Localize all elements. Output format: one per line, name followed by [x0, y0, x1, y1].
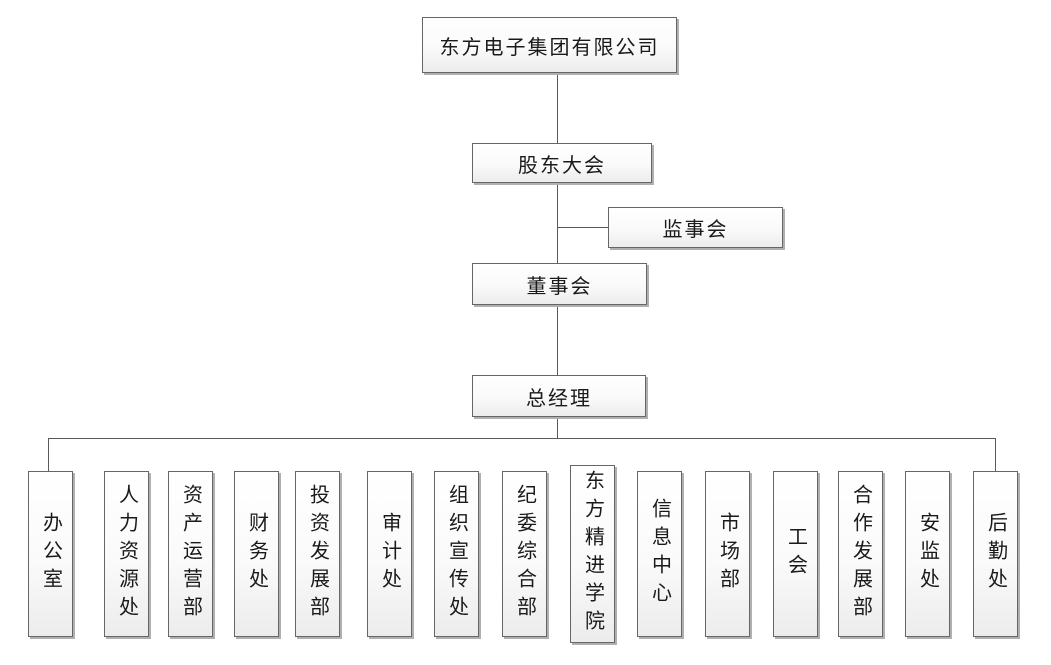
node-dept-jingjin-academy: 东方精进学院 — [570, 465, 615, 643]
connector-branch-supervisory — [557, 227, 608, 228]
node-dept-investment-development: 投资发展部 — [295, 471, 340, 637]
node-label: 组织宣传处 — [445, 484, 468, 624]
node-dept-audit: 审计处 — [367, 471, 412, 637]
node-dept-information-center: 信息中心 — [637, 471, 682, 637]
node-dept-human-resources: 人力资源处 — [104, 471, 149, 637]
node-label: 投资发展部 — [306, 484, 329, 624]
node-dept-cooperation-development: 合作发展部 — [838, 471, 883, 637]
node-label: 股东大会 — [518, 154, 606, 177]
node-label: 人力资源处 — [115, 484, 138, 624]
node-label: 总经理 — [526, 387, 592, 410]
connector-bus-right-drop — [995, 438, 996, 471]
node-label: 安监处 — [916, 512, 939, 596]
node-label: 信息中心 — [648, 498, 671, 610]
node-label: 东方精进学院 — [581, 470, 604, 638]
node-general-manager: 总经理 — [472, 375, 646, 417]
node-dept-organization-publicity: 组织宣传处 — [434, 471, 479, 637]
node-label: 资产运营部 — [179, 484, 202, 624]
connector-shareholders-board — [557, 183, 558, 263]
node-dept-marketing: 市场部 — [705, 471, 750, 637]
node-dept-asset-operations: 资产运营部 — [168, 471, 213, 637]
node-label: 东方电子集团有限公司 — [439, 36, 660, 59]
node-dept-finance: 财务处 — [234, 471, 279, 637]
connector-gm-bus — [557, 417, 558, 438]
node-label: 后勤处 — [984, 512, 1007, 596]
connector-bus — [48, 438, 996, 439]
node-shareholders-meeting: 股东大会 — [472, 143, 652, 183]
connector-board-gm — [557, 305, 558, 375]
node-label: 审计处 — [378, 512, 401, 596]
node-dept-logistics: 后勤处 — [973, 471, 1018, 637]
node-dept-office: 办公室 — [28, 471, 73, 637]
node-dept-labor-union: 工会 — [773, 471, 818, 637]
node-board-of-directors: 董事会 — [472, 263, 647, 305]
node-label: 纪委综合部 — [513, 484, 536, 624]
node-supervisory-board: 监事会 — [608, 207, 783, 248]
node-label: 财务处 — [245, 512, 268, 596]
connector-root-shareholders — [557, 73, 558, 143]
node-label: 工会 — [784, 526, 807, 582]
node-dept-discipline-inspection: 纪委综合部 — [502, 471, 547, 637]
node-label: 市场部 — [716, 512, 739, 596]
node-label: 董事会 — [526, 275, 593, 298]
connector-bus-left-drop — [48, 438, 49, 471]
node-label: 合作发展部 — [849, 484, 872, 624]
node-label: 办公室 — [39, 512, 62, 596]
node-dept-safety-supervision: 安监处 — [905, 471, 950, 637]
node-company-root: 东方电子集团有限公司 — [422, 17, 677, 73]
node-label: 监事会 — [662, 219, 729, 241]
